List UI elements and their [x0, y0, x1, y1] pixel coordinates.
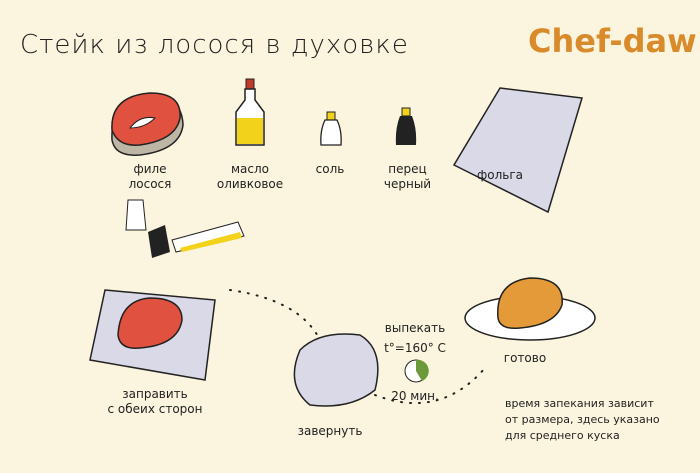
ingredient-label: фольга	[476, 168, 523, 182]
step-season: заправить с обеих сторон	[107, 387, 203, 416]
step-bake: выпекать	[384, 321, 446, 335]
step-done: готово	[503, 351, 547, 365]
logo: Chef-daw	[528, 22, 697, 60]
ingredient-label: филе лосося	[128, 162, 172, 191]
salmon-steak-icon	[111, 92, 184, 156]
salt-shaker-icon	[320, 111, 342, 146]
recipe-title: Стейк из лосося в духовке	[20, 30, 409, 60]
dotted-arrow	[374, 367, 486, 405]
step-wrap: завернуть	[297, 424, 363, 438]
foil-icon	[452, 87, 583, 214]
plate-with-salmon-illustration	[464, 277, 596, 341]
wrapped-foil-illustration	[293, 333, 379, 407]
bake-time: 20 мин.	[391, 389, 439, 403]
baking-note: время запекания зависит от размера, здес…	[505, 397, 660, 442]
timer-icon	[404, 359, 429, 383]
seasoning-illustration	[89, 199, 245, 381]
pepper-shaker-icon	[395, 107, 417, 145]
dotted-arrow	[229, 289, 321, 341]
ingredient-label: соль	[315, 162, 345, 176]
ingredient-label: масло оливковое	[216, 162, 284, 191]
bake-temperature: t°=160° C	[384, 341, 446, 355]
ingredient-label: перец черный	[383, 162, 432, 191]
oil-bottle-icon	[235, 78, 265, 146]
